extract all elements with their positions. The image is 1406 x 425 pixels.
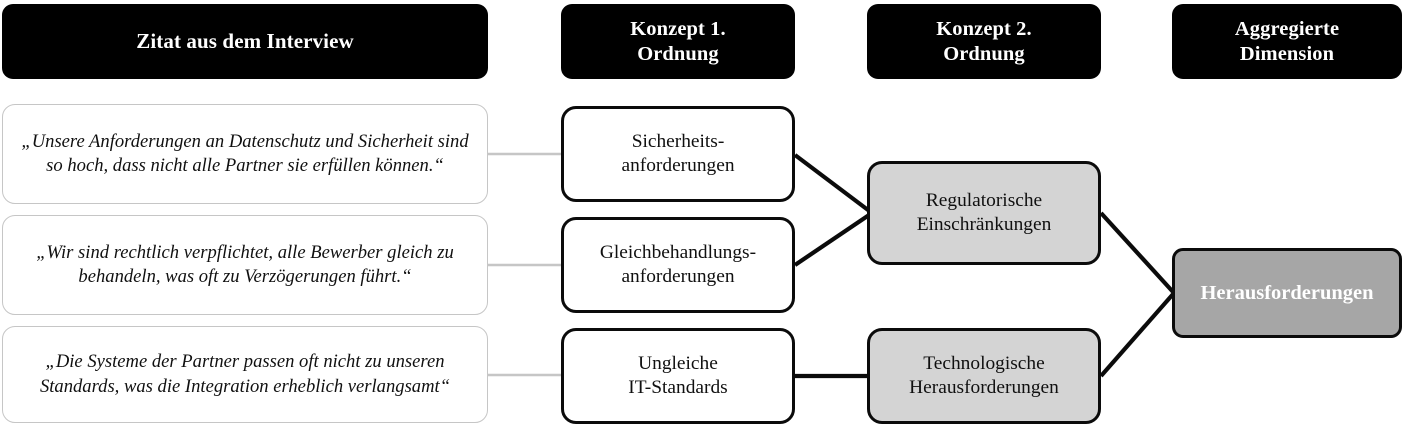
first-order-concept-1[interactable]: Sicherheits- anforderungen bbox=[561, 106, 795, 202]
column-header-first-order-label: Konzept 1. Ordnung bbox=[630, 18, 726, 65]
column-header-quotes-label: Zitat aus dem Interview bbox=[136, 29, 354, 54]
second-order-concept-2-label: Technologische Herausforderungen bbox=[909, 352, 1059, 398]
quote-card-2[interactable]: „Wir sind rechtlich verpflichtet, alle B… bbox=[2, 215, 488, 315]
column-header-aggregate-dimension: Aggregierte Dimension bbox=[1172, 4, 1402, 79]
first-order-concept-3-label: Ungleiche IT-Standards bbox=[628, 352, 728, 398]
column-header-first-order: Konzept 1. Ordnung bbox=[561, 4, 795, 79]
first-order-concept-1-label: Sicherheits- anforderungen bbox=[621, 130, 735, 176]
column-header-quotes: Zitat aus dem Interview bbox=[2, 4, 488, 79]
second-order-concept-1-label: Regulatorische Einschränkungen bbox=[916, 189, 1052, 235]
connector-k2-1-to-agg-1 bbox=[1099, 211, 1176, 295]
second-order-concept-1[interactable]: Regulatorische Einschränkungen bbox=[867, 161, 1101, 265]
aggregate-dimension-1-label: Herausforderungen bbox=[1200, 281, 1374, 304]
second-order-concept-2[interactable]: Technologische Herausforderungen bbox=[867, 328, 1101, 424]
aggregate-dimension-1[interactable]: Herausforderungen bbox=[1172, 248, 1402, 338]
column-header-second-order: Konzept 2. Ordnung bbox=[867, 4, 1101, 79]
quote-card-1[interactable]: „Unsere Anforderungen an Datenschutz und… bbox=[2, 104, 488, 204]
connector-k1-1-to-k2-1 bbox=[793, 153, 874, 215]
first-order-concept-2-label: Gleichbehandlungs- anforderungen bbox=[599, 241, 757, 287]
quote-card-1-text: „Unsere Anforderungen an Datenschutz und… bbox=[21, 130, 469, 176]
column-header-second-order-label: Konzept 2. Ordnung bbox=[936, 18, 1032, 65]
quote-card-2-text: „Wir sind rechtlich verpflichtet, alle B… bbox=[36, 241, 454, 287]
quote-card-3-text: „Die Systeme der Partner passen oft nich… bbox=[39, 351, 451, 397]
column-header-aggregate-dimension-label: Aggregierte Dimension bbox=[1234, 18, 1340, 65]
quote-card-3[interactable]: „Die Systeme der Partner passen oft nich… bbox=[2, 326, 488, 423]
connector-k2-2-to-agg-1 bbox=[1099, 291, 1176, 378]
first-order-concept-2[interactable]: Gleichbehandlungs- anforderungen bbox=[561, 217, 795, 313]
connector-k1-2-to-k2-1 bbox=[793, 211, 874, 267]
first-order-concept-3[interactable]: Ungleiche IT-Standards bbox=[561, 328, 795, 424]
